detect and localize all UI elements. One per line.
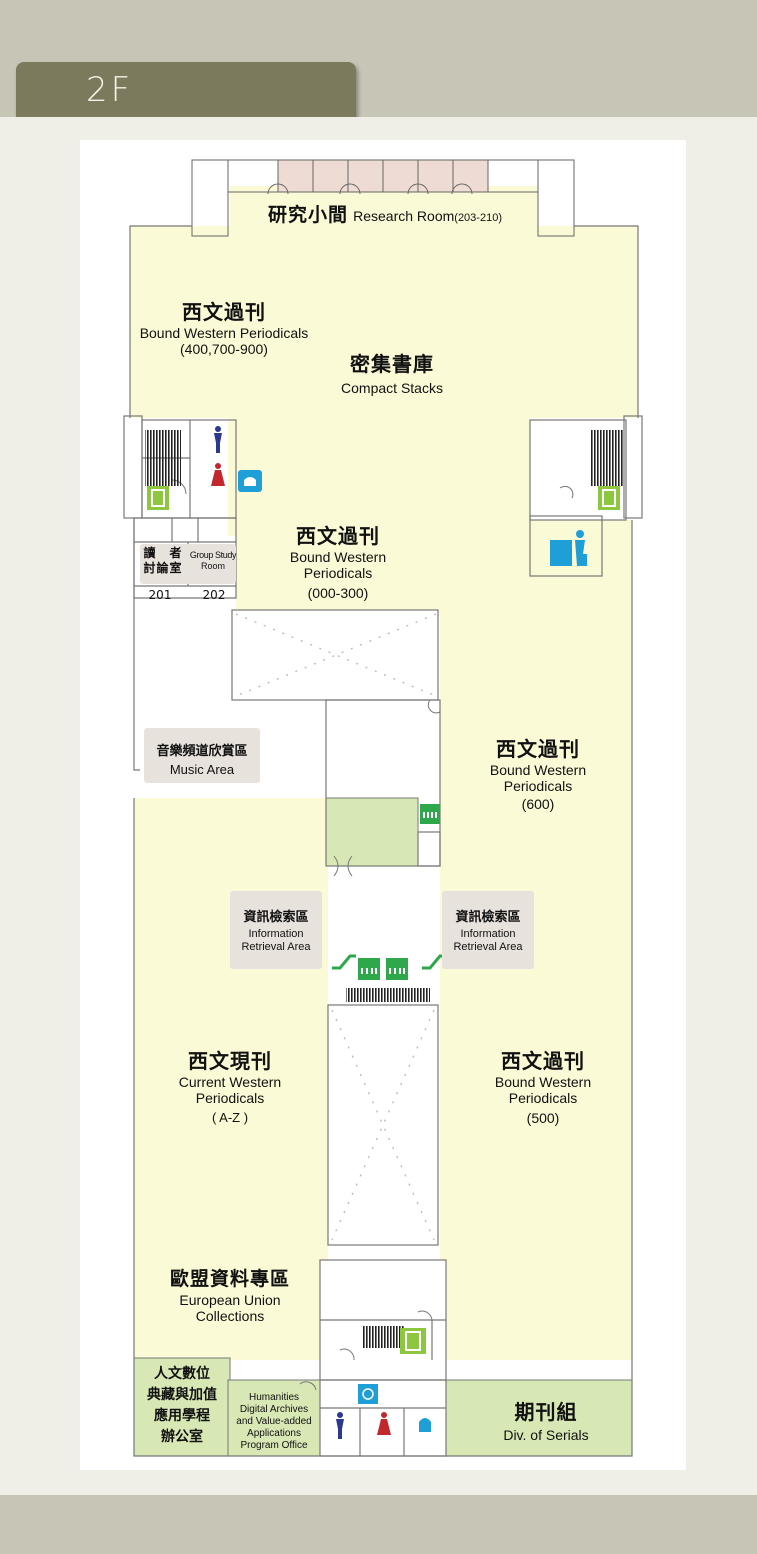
music-area-label: 音樂頻道欣賞區 Music Area <box>156 744 248 777</box>
research-room-label: 研究小間 Research Room(203-210) <box>268 204 502 226</box>
periodicals-north-label: 西文過刊 Bound Western Periodicals (400,700-… <box>139 300 309 357</box>
room-202-label: 202 <box>202 588 226 602</box>
periodicals-center-label: 西文過刊 Bound Western Periodicals (000-300) <box>289 524 387 601</box>
elevator-icon <box>358 804 440 980</box>
group-study-box <box>140 544 236 584</box>
serials-division-label: 期刊組 Div. of Serials <box>503 1400 589 1443</box>
current-periodicals-label: 西文現刊 Current Western Periodicals ( A-Z ) <box>178 1049 282 1125</box>
info-retrieval-west-box <box>230 891 322 969</box>
music-area-box <box>144 728 260 783</box>
void-cross-lines <box>235 613 437 1241</box>
group-study-cn-label: 讀 者 討論室 <box>143 546 183 575</box>
photocopier-icon <box>550 530 587 566</box>
eu-collections-label: 歐盟資料專區 European Union Collections <box>169 1268 290 1324</box>
humanities-office-cn-label: 人文數位 典藏與加值 應用學程 辦公室 <box>147 1366 217 1445</box>
info-retrieval-east-box <box>442 891 534 969</box>
water-fountain-icon <box>238 470 431 1432</box>
male-restroom-icon <box>214 426 344 1439</box>
periodicals-south-label: 西文過刊 Bound Western Periodicals (500) <box>494 1049 592 1126</box>
compact-stacks-label: 密集書庫 Compact Stacks <box>341 352 443 396</box>
green-rooms <box>133 797 633 1457</box>
floor-label: 2F <box>86 70 134 110</box>
room-201-label: 201 <box>148 588 172 602</box>
emergency-exit-icon <box>147 486 620 1354</box>
floor-tab: 2F <box>16 62 356 118</box>
female-restroom-icon <box>211 463 391 1435</box>
accessible-restroom-icon <box>358 1384 378 1404</box>
info-retrieval-east-label: 資訊檢索區 Information Retrieval Area <box>453 910 523 953</box>
group-study-en-label: Group Study Room <box>189 550 237 571</box>
humanities-office-en-label: Humanities Digital Archives and Value-ad… <box>236 1392 312 1451</box>
stairs-icon <box>145 430 624 1348</box>
info-retrieval-west-label: 資訊檢索區 Information Retrieval Area <box>241 910 311 953</box>
periodicals-east-label: 西文過刊 Bound Western Periodicals (600) <box>489 737 587 812</box>
